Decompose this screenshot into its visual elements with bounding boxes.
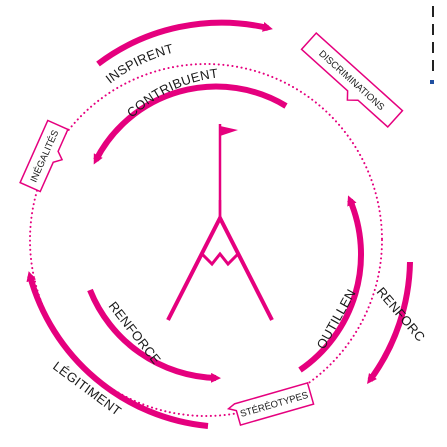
arrow-contribuent (93, 83, 288, 165)
dotted-ring (29, 63, 383, 417)
arrow-renforcent-inner (87, 288, 221, 383)
arrow-legitiment (26, 271, 209, 429)
mountain-flag-icon (166, 124, 274, 321)
edge-dot (430, 80, 434, 84)
edge-bar (432, 60, 434, 71)
tag-stereotypes: STÉRÉOTYPES (226, 382, 315, 426)
label-inspirent: INSPIRENT (103, 41, 175, 87)
edge-bar (432, 42, 434, 53)
arrow-outillent (298, 195, 364, 373)
label-renforcent-outer: RENFORCENT (0, 0, 428, 345)
tag-inegalites: INÉGALITÉS (19, 119, 69, 193)
arrow-renforcent-outer (367, 261, 413, 385)
tag-discriminations: DISCRIMINATIONS (300, 31, 404, 129)
edge-bar (432, 24, 434, 35)
label-contribuent: CONTRIBUENT (124, 65, 219, 120)
svg-text:DISCRIMINATIONS: DISCRIMINATIONS (316, 48, 386, 113)
arrow-inspirent (96, 19, 273, 67)
edge-bar (432, 6, 434, 17)
